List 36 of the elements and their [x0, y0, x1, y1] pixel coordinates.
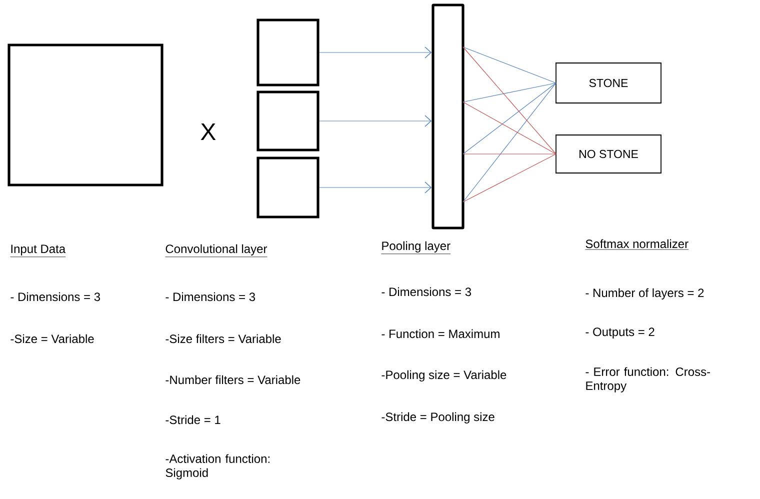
output-box: NO STONE	[556, 134, 662, 174]
connector-line	[462, 46, 556, 84]
connector-line	[462, 154, 556, 202]
parameter-text: -Size = Variable	[10, 334, 94, 344]
column-heading: Softmax normalizer	[585, 239, 689, 250]
square-box	[256, 90, 320, 152]
column-heading: Convolutional layer	[165, 244, 268, 258]
parameter-text: - Number of layers = 2	[586, 288, 704, 300]
square-box	[256, 156, 320, 218]
column-heading: Pooling layer	[381, 241, 451, 254]
parameter-text: -Stride = 1	[166, 415, 220, 424]
parameter-text: - Outputs = 2	[586, 328, 654, 338]
pooling-bar	[432, 4, 464, 230]
parameter-text: -Pooling size = Variable	[382, 370, 506, 382]
column-heading: Input Data	[10, 244, 66, 258]
parameter-text: - Function = Maximum	[382, 329, 500, 338]
square-box	[8, 44, 164, 186]
parameter-text: -Stride = Pooling size	[382, 412, 494, 424]
connector-line	[462, 102, 556, 154]
parameter-text: - Dimensions = 3	[10, 292, 100, 302]
parameter-text: -Activation function: Sigmoid	[166, 454, 270, 480]
parameter-text: -Size filters = Variable	[166, 334, 281, 344]
parameter-text: - Dimensions = 3	[166, 292, 256, 302]
connector-line	[462, 82, 556, 202]
multiply-sign: X	[200, 123, 216, 140]
parameter-text: - Dimensions = 3	[382, 287, 472, 296]
connector-line	[319, 46, 432, 58]
parameter-text: - Error function: Cross-Entropy	[586, 367, 710, 392]
parameter-text: -Number filters = Variable	[166, 375, 300, 384]
connector-line	[462, 82, 556, 154]
connector-line	[319, 115, 432, 127]
connector-line	[462, 82, 556, 102]
output-box: STONE	[556, 62, 662, 104]
square-box	[256, 18, 320, 86]
connector-line	[462, 46, 556, 154]
connector-line	[319, 182, 432, 194]
